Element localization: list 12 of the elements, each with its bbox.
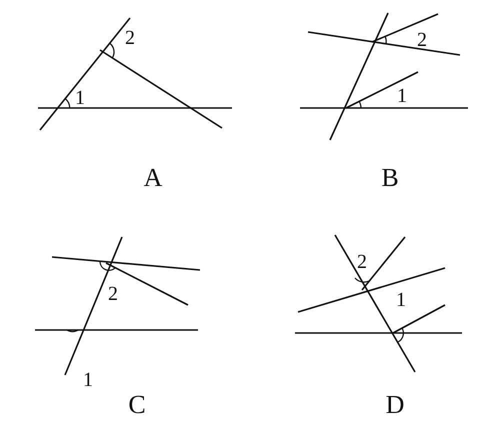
- angle-label: 2: [357, 252, 367, 272]
- figure-letter: D: [386, 392, 404, 418]
- angle-label: 1: [397, 86, 407, 106]
- angle-label: 1: [396, 290, 406, 310]
- angle-label: 2: [417, 30, 427, 50]
- angle-label: 1: [83, 370, 93, 390]
- angle-label: 2: [125, 28, 135, 48]
- figure-letter: C: [128, 392, 146, 418]
- angle-label: 1: [75, 88, 85, 108]
- angle-label: 2: [108, 284, 118, 304]
- figure-letter: A: [144, 165, 162, 191]
- figure-letter: B: [381, 165, 399, 191]
